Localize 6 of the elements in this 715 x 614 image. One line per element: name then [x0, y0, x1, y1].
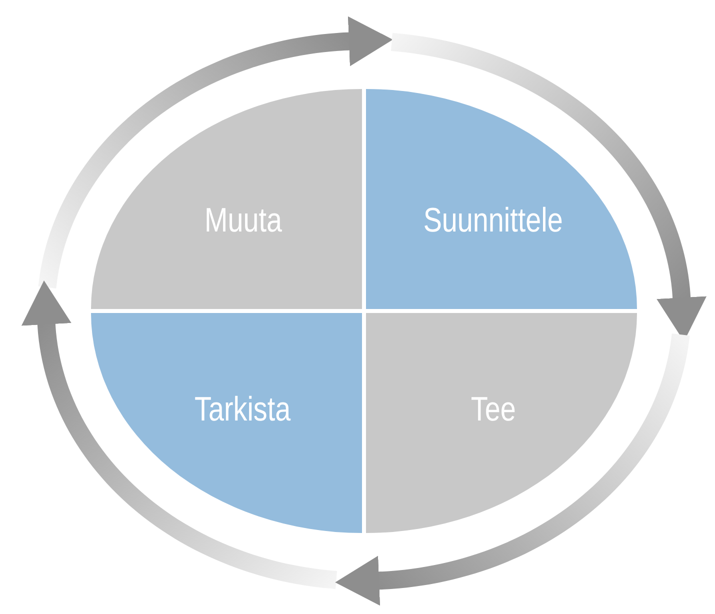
quadrant-label: Suunnittele [424, 202, 564, 240]
quadrant-segment [366, 89, 637, 309]
quadrant-segment [91, 313, 362, 533]
quadrant-segment [91, 89, 362, 309]
quadrant-segment [366, 313, 637, 533]
quadrant-label: Tarkista [194, 390, 291, 430]
